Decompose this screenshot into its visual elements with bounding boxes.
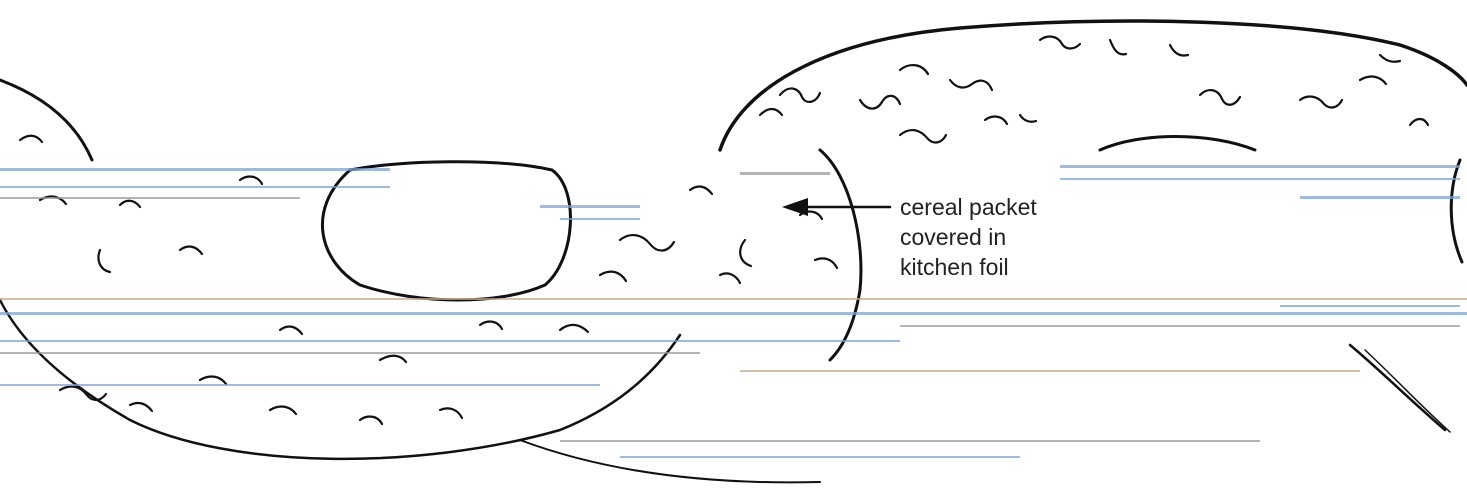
annotation-label: cereal packet covered in kitchen foil bbox=[900, 192, 1037, 282]
left-ring-lower-edge bbox=[0, 300, 680, 459]
right-ring-top-edge bbox=[720, 21, 1467, 150]
annotation-line-2: covered in bbox=[900, 222, 1037, 252]
left-ring-hole bbox=[322, 162, 570, 300]
right-ring-bottom-edge bbox=[1350, 345, 1445, 430]
bottom-link-edge bbox=[520, 440, 820, 482]
annotation-arrow-head bbox=[782, 198, 808, 216]
annotation-line-1: cereal packet bbox=[900, 192, 1037, 222]
scan-artifacts bbox=[0, 165, 1467, 458]
right-ring-left-edge bbox=[820, 150, 861, 360]
right-ring-bottom-edge-2 bbox=[1365, 350, 1450, 432]
right-ring-hole-top bbox=[1100, 137, 1255, 151]
annotation-line-3: kitchen foil bbox=[900, 252, 1037, 282]
right-ring-right-inner bbox=[1451, 160, 1462, 262]
left-ring-outer-edge bbox=[0, 80, 92, 160]
foil-texture bbox=[20, 37, 1428, 424]
